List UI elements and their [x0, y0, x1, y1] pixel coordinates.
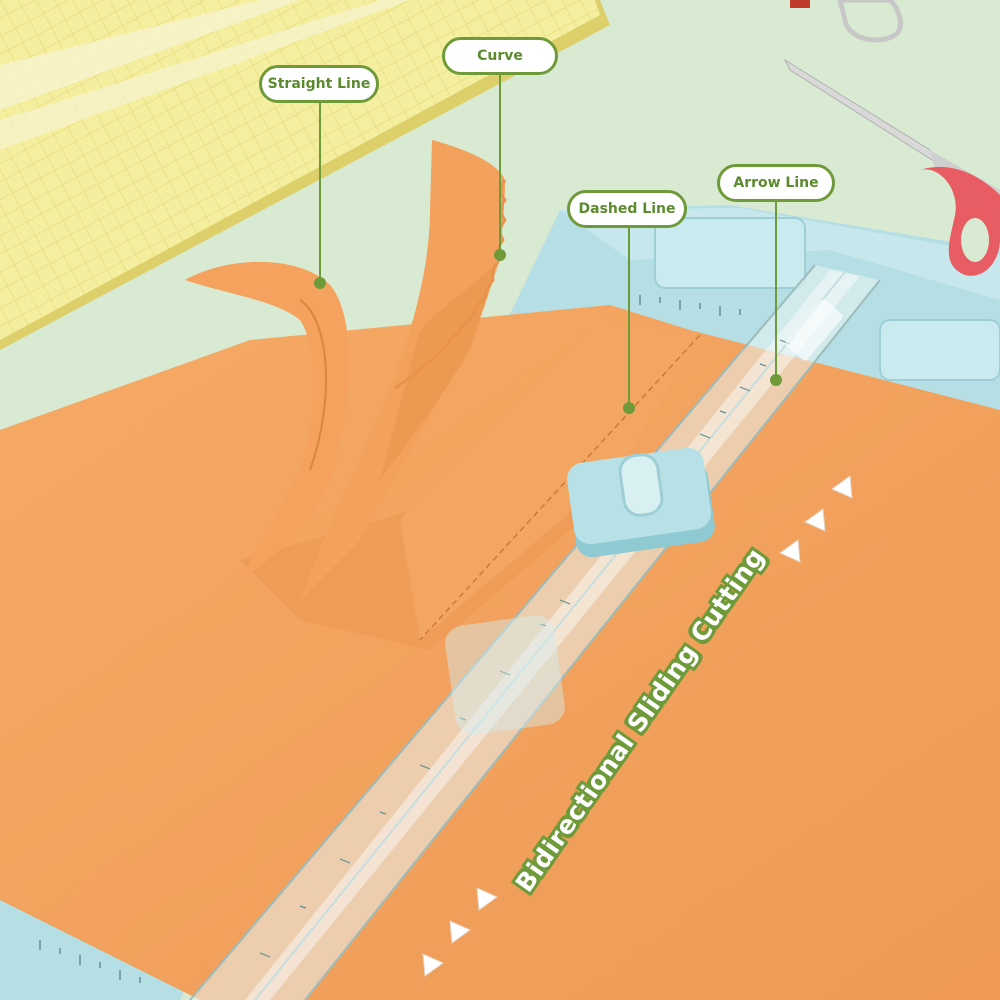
binder-clip [790, 0, 903, 43]
cutting-rail [189, 264, 881, 1000]
curve-strip [300, 140, 507, 600]
dashed-sheet [400, 320, 701, 641]
direction-arrows-up [779, 475, 853, 563]
direction-arrows-down [422, 887, 498, 977]
grid-mat [0, 0, 610, 350]
straight-line-label: Straight Line [259, 65, 379, 103]
cutter-head [567, 447, 715, 558]
dashed-line-label: Dashed Line [567, 190, 687, 228]
leader-dots [314, 249, 782, 414]
scissors [783, 58, 1000, 276]
cutter-motion-ghost [445, 615, 565, 735]
curve-label: Curve [442, 37, 558, 75]
leader-lines [319, 75, 777, 408]
straight-strip [185, 261, 349, 580]
arrow-line-label: Arrow Line [717, 164, 835, 202]
